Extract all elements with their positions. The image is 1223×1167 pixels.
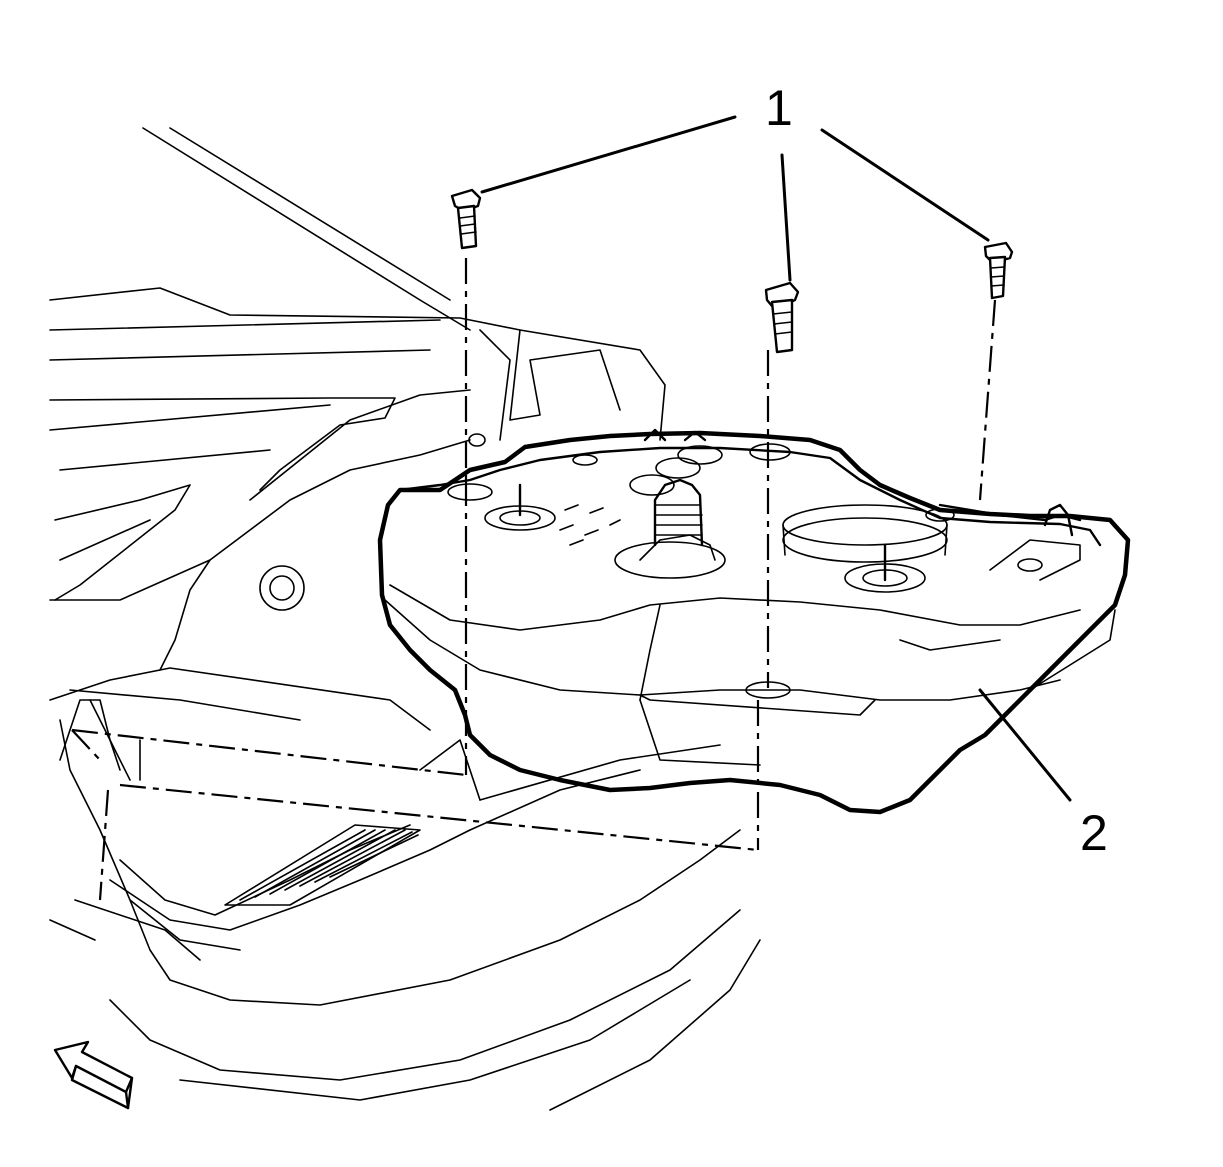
callout-1-leader-left <box>480 115 737 194</box>
callout-1-leader-right <box>820 128 990 242</box>
bolt-left <box>450 188 482 250</box>
callout-1-leader-center <box>780 153 792 282</box>
vehicle-underbody <box>49 127 761 1111</box>
callout-2: 2 <box>978 688 1108 861</box>
callout-1-label: 1 <box>765 80 793 136</box>
front-direction-arrow-icon <box>53 1040 134 1110</box>
callout-2-label: 2 <box>1080 805 1108 861</box>
fuel-tank <box>377 428 1131 815</box>
alignment-lines <box>71 258 997 901</box>
callout-1: 1 <box>480 80 990 282</box>
bolt-center <box>764 281 800 354</box>
callout-2-leader <box>978 688 1072 802</box>
bolt-right <box>983 241 1014 300</box>
